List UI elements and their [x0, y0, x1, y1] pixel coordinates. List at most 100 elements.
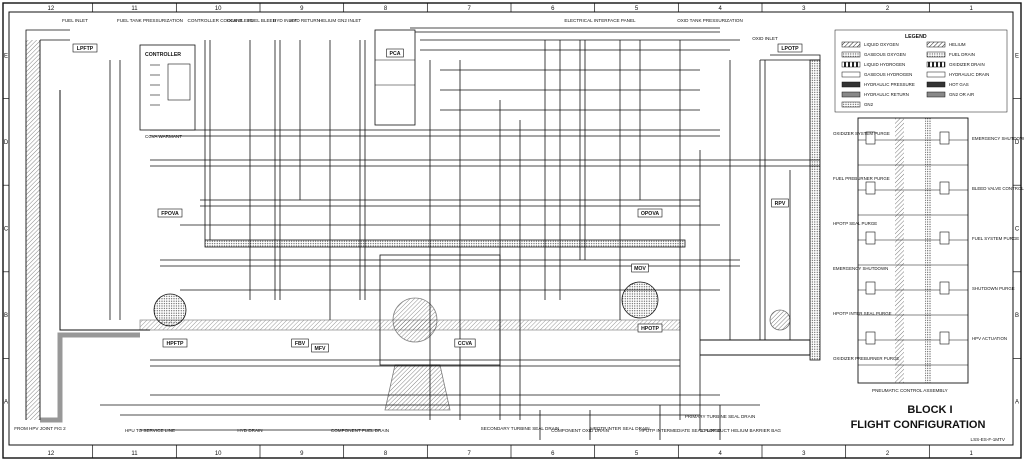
zone-label-right: A: [1015, 400, 1019, 406]
bottom-drain-label: COMPONENT OXID DRAIN: [551, 428, 609, 433]
title-line-1: BLOCK I: [907, 404, 952, 416]
legend-swatch: [926, 91, 946, 98]
component-box: [311, 343, 329, 353]
legend-item: GASEOUS OXYGEN: [864, 52, 906, 57]
component-label: MFV: [315, 346, 326, 352]
zone-label-left: B: [4, 313, 8, 319]
component-box: [72, 43, 98, 53]
zone-label-bottom: 11: [131, 451, 138, 457]
legend-item: HYDRAULIC DRAIN: [949, 72, 989, 77]
zone-label-bottom: 2: [886, 451, 890, 457]
bottom-drain-label: HPOTP INTERMEDIATE SEAL PURGE: [639, 428, 720, 433]
zone-label-bottom: 7: [467, 451, 471, 457]
controller-caption: CCVA WARMANT: [145, 134, 182, 139]
legend-item: HYDRAULIC PRESSURE: [864, 82, 915, 87]
top-interface-label: HYD INLET: [273, 18, 297, 23]
component-box: [162, 338, 188, 348]
pca-port-label: OXIDIZER PREBURNER PURGE: [833, 356, 899, 361]
zone-label-bottom: 10: [215, 451, 222, 457]
component-label: LPOTP: [781, 46, 799, 52]
zone-label-top: 4: [718, 6, 722, 12]
zone-label-right: B: [1015, 313, 1019, 319]
bottom-drain-label: HYD DRAIN: [237, 428, 262, 433]
component-box: [771, 198, 789, 208]
component-label: LPFTP: [77, 46, 94, 52]
pca-port-label: EMERGENCY SHUTDOWN: [972, 136, 1024, 141]
pca-port-label: FUEL SYSTEM PURGE: [972, 236, 1019, 241]
bottom-drain-label: HPOTP INTER SEAL DRAIN: [590, 426, 649, 431]
bottom-drain-label: HPU TO SERVICE LINE: [125, 428, 175, 433]
bottom-drain-label: PRIMARY TURBINE SEAL DRAIN: [685, 414, 756, 419]
legend-swatch: [926, 61, 946, 68]
bottom-drain-label: COMPONENT FUEL DRAIN: [331, 428, 389, 433]
zone-label-bottom: 3: [802, 451, 806, 457]
legend-swatch: [926, 51, 946, 58]
component-box: [777, 43, 803, 53]
legend-swatch: [926, 81, 946, 88]
pca-caption: PNEUMATIC CONTROL ASSEMBLY: [872, 388, 948, 393]
zone-label-bottom: 5: [635, 451, 639, 457]
top-interface-label: FUEL TANK PRESSURIZATION: [117, 18, 183, 23]
component-label: FPOVA: [161, 211, 179, 217]
top-interface-label: GGB BLEED: [227, 18, 254, 23]
legend-swatch: [926, 71, 946, 78]
pca-port-label: BLEED VALVE CONTROL: [972, 186, 1024, 191]
zone-label-bottom: 4: [718, 451, 722, 457]
zone-label-top: 3: [802, 6, 806, 12]
component-label: RPV: [775, 201, 786, 207]
legend-item: GN2 OR AIR: [949, 92, 974, 97]
top-zone-ticks: [92, 3, 930, 458]
zone-label-top: 5: [635, 6, 639, 12]
component-label: FBV: [295, 341, 306, 347]
zone-label-top: 7: [467, 6, 471, 12]
zone-label-bottom: 1: [969, 451, 973, 457]
component-label: HPFTP: [166, 341, 184, 347]
component-box: [157, 208, 183, 218]
zone-label-right: E: [1015, 53, 1019, 59]
component-label: CCVA: [458, 341, 473, 347]
component-box: [631, 263, 649, 273]
legend-item: HYDRAULIC RETURN: [864, 92, 909, 97]
pca-port-label: FUEL PREBURNER PURGE: [833, 176, 890, 181]
title-line-2: FLIGHT CONFIGURATION: [851, 419, 986, 431]
pca-port-label: SHUTDOWN PURGE: [972, 286, 1015, 291]
zone-label-top: 9: [300, 6, 304, 12]
zone-label-top: 1: [969, 6, 973, 12]
zone-label-top: 2: [886, 6, 890, 12]
zone-label-left: E: [4, 53, 8, 59]
side-zone-ticks: [3, 98, 1021, 359]
legend-swatch: [841, 81, 861, 88]
pca-port-label: HPOTP SEAL PURGE: [833, 221, 877, 226]
legend-item: HOT GAS: [949, 82, 969, 87]
pca-port-label: OXIDIZER SYSTEM PURGE: [833, 131, 890, 136]
zone-label-bottom: 6: [551, 451, 555, 457]
zone-label-top: 10: [215, 6, 222, 12]
legend-item: FUEL DRAIN: [949, 52, 975, 57]
central-pca-block: [374, 29, 416, 126]
legend-swatch: [841, 41, 861, 48]
top-interface-label: ELECTRICAL INTERFACE PANEL: [564, 18, 636, 23]
zone-label-bottom: 9: [300, 451, 304, 457]
top-interface-label: OXID TANK PRESSURIZATION: [677, 18, 743, 23]
zone-label-left: D: [4, 140, 9, 146]
top-interface-label: HELIUM GN2 INLET: [319, 18, 362, 23]
controller-heading: CONTROLLER: [145, 52, 181, 58]
legend-swatch: [841, 91, 861, 98]
top-interface-label: FUEL INLET: [62, 18, 88, 23]
drawing-number: LSS-ES-F-1MTV: [971, 437, 1006, 442]
pca-port-label: HPOTP INTER SEAL PURGE: [833, 311, 892, 316]
zone-label-top: 12: [47, 6, 54, 12]
top-interface-label: OXID INLET: [752, 36, 778, 41]
component-box: [637, 323, 663, 333]
bottom-drain-label: TO LOP DUCT HELIUM BARRIER BAG: [699, 428, 781, 433]
title-block: BLOCK I FLIGHT CONFIGURATION LSS-ES-F-1M…: [851, 404, 1006, 442]
legend-swatch: [841, 51, 861, 58]
legend-swatch: [926, 41, 946, 48]
bottom-drain-label: FROM HPV JOINT FIG 2: [14, 426, 66, 431]
component-label: HPOTP: [641, 326, 659, 332]
